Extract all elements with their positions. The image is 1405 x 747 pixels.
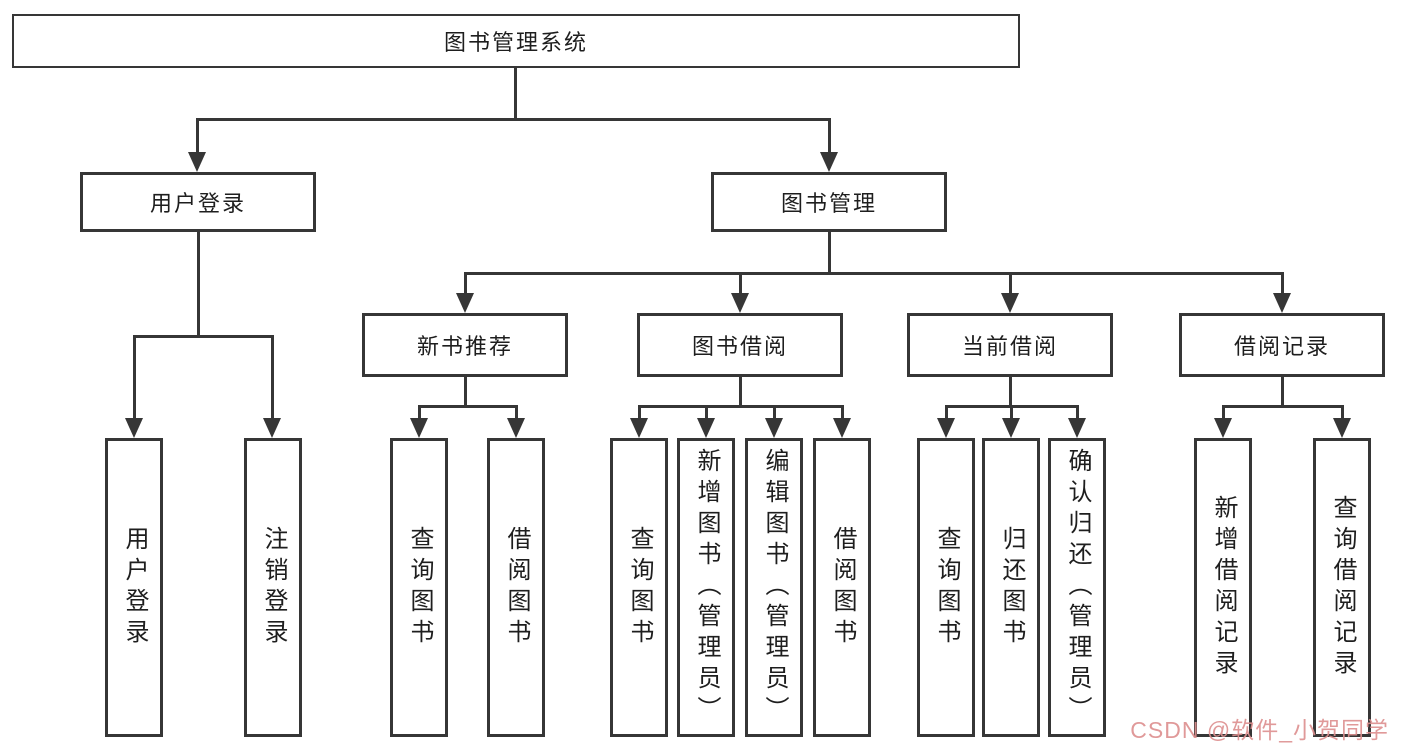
connector-vline — [515, 405, 518, 418]
node-user-login-label: 用户登录 — [149, 191, 246, 216]
arrow-down-icon — [937, 418, 955, 438]
arrow-down-icon — [1214, 418, 1232, 438]
node-new-book-recommend: 新书推荐 — [362, 313, 568, 377]
connector-vline — [828, 118, 831, 152]
connector-hline — [1222, 405, 1344, 408]
connector-vline — [464, 272, 467, 293]
leaf-logout: 注销登录 — [244, 438, 302, 737]
connector-vline — [739, 377, 742, 407]
arrow-down-icon — [820, 152, 838, 172]
arrow-down-icon — [188, 152, 206, 172]
leaf-bb-query-book-label: 查询图书 — [626, 525, 653, 650]
node-new-book-recommend-label: 新书推荐 — [416, 334, 513, 359]
connector-vline — [1009, 377, 1012, 407]
arrow-down-icon — [1273, 293, 1291, 313]
connector-vline — [705, 405, 708, 418]
connector-vline — [133, 335, 136, 418]
leaf-nb-borrow-book-label: 借阅图书 — [503, 525, 530, 650]
connector-vline — [196, 118, 199, 152]
connector-vline — [514, 68, 517, 120]
node-root: 图书管理系统 — [12, 14, 1020, 68]
connector-vline — [271, 335, 274, 418]
connector-vline — [945, 405, 948, 418]
connector-hline — [196, 118, 830, 121]
leaf-bb-query-book: 查询图书 — [610, 438, 668, 737]
leaf-user-login-label: 用户登录 — [121, 525, 148, 650]
leaf-bb-borrow-book: 借阅图书 — [813, 438, 871, 737]
leaf-cb-return-book-label: 归还图书 — [998, 525, 1025, 650]
node-borrow-records: 借阅记录 — [1179, 313, 1385, 377]
leaf-br-query-record: 查询借阅记录 — [1313, 438, 1371, 737]
leaf-cb-confirm-return-label: 确认归还（管理员） — [1064, 448, 1091, 727]
node-borrow-records-label: 借阅记录 — [1233, 334, 1330, 359]
leaf-bb-add-book-label: 新增图书（管理员） — [693, 448, 720, 727]
leaf-nb-query-book: 查询图书 — [390, 438, 448, 737]
leaf-nb-query-book-label: 查询图书 — [406, 525, 433, 650]
connector-vline — [1009, 272, 1012, 293]
node-current-borrow: 当前借阅 — [907, 313, 1113, 377]
connector-vline — [1341, 405, 1344, 418]
connector-vline — [197, 232, 200, 337]
arrow-down-icon — [456, 293, 474, 313]
leaf-bb-borrow-book-label: 借阅图书 — [829, 525, 856, 650]
node-user-login: 用户登录 — [80, 172, 316, 232]
connector-hline — [418, 405, 518, 408]
arrow-down-icon — [1068, 418, 1086, 438]
connector-vline — [773, 405, 776, 418]
arrow-down-icon — [630, 418, 648, 438]
node-book-management-label: 图书管理 — [780, 191, 877, 216]
node-book-borrow-label: 图书借阅 — [691, 334, 788, 359]
connector-vline — [1222, 405, 1225, 418]
leaf-logout-label: 注销登录 — [260, 525, 287, 650]
connector-vline — [841, 405, 844, 418]
leaf-bb-edit-book: 编辑图书（管理员） — [745, 438, 803, 737]
leaf-br-query-record-label: 查询借阅记录 — [1329, 494, 1356, 681]
arrow-down-icon — [731, 293, 749, 313]
leaf-user-login: 用户登录 — [105, 438, 163, 737]
connector-vline — [1281, 272, 1284, 293]
leaf-cb-query-book: 查询图书 — [917, 438, 975, 737]
connector-hline — [133, 335, 274, 338]
connector-vline — [1076, 405, 1079, 418]
arrow-down-icon — [507, 418, 525, 438]
connector-vline — [464, 377, 467, 407]
node-book-management: 图书管理 — [711, 172, 947, 232]
node-root-label: 图书管理系统 — [443, 30, 588, 55]
arrow-down-icon — [1002, 418, 1020, 438]
arrow-down-icon — [125, 418, 143, 438]
connector-vline — [828, 232, 831, 274]
arrow-down-icon — [410, 418, 428, 438]
node-current-borrow-label: 当前借阅 — [961, 334, 1058, 359]
watermark: CSDN @软件_小贺同学 — [1130, 717, 1389, 743]
connector-vline — [1010, 405, 1013, 418]
leaf-bb-add-book: 新增图书（管理员） — [677, 438, 735, 737]
connector-vline — [418, 405, 421, 418]
connector-vline — [1281, 377, 1284, 407]
arrow-down-icon — [1333, 418, 1351, 438]
connector-hline — [464, 272, 1284, 275]
arrow-down-icon — [263, 418, 281, 438]
leaf-cb-query-book-label: 查询图书 — [933, 525, 960, 650]
arrow-down-icon — [1001, 293, 1019, 313]
arrow-down-icon — [833, 418, 851, 438]
arrow-down-icon — [765, 418, 783, 438]
leaf-br-add-record: 新增借阅记录 — [1194, 438, 1252, 737]
leaf-br-add-record-label: 新增借阅记录 — [1210, 494, 1237, 681]
leaf-cb-return-book: 归还图书 — [982, 438, 1040, 737]
connector-hline — [638, 405, 844, 408]
leaf-cb-confirm-return: 确认归还（管理员） — [1048, 438, 1106, 737]
arrow-down-icon — [697, 418, 715, 438]
leaf-bb-edit-book-label: 编辑图书（管理员） — [761, 448, 788, 727]
connector-vline — [739, 272, 742, 293]
leaf-nb-borrow-book: 借阅图书 — [487, 438, 545, 737]
connector-vline — [638, 405, 641, 418]
node-book-borrow: 图书借阅 — [637, 313, 843, 377]
